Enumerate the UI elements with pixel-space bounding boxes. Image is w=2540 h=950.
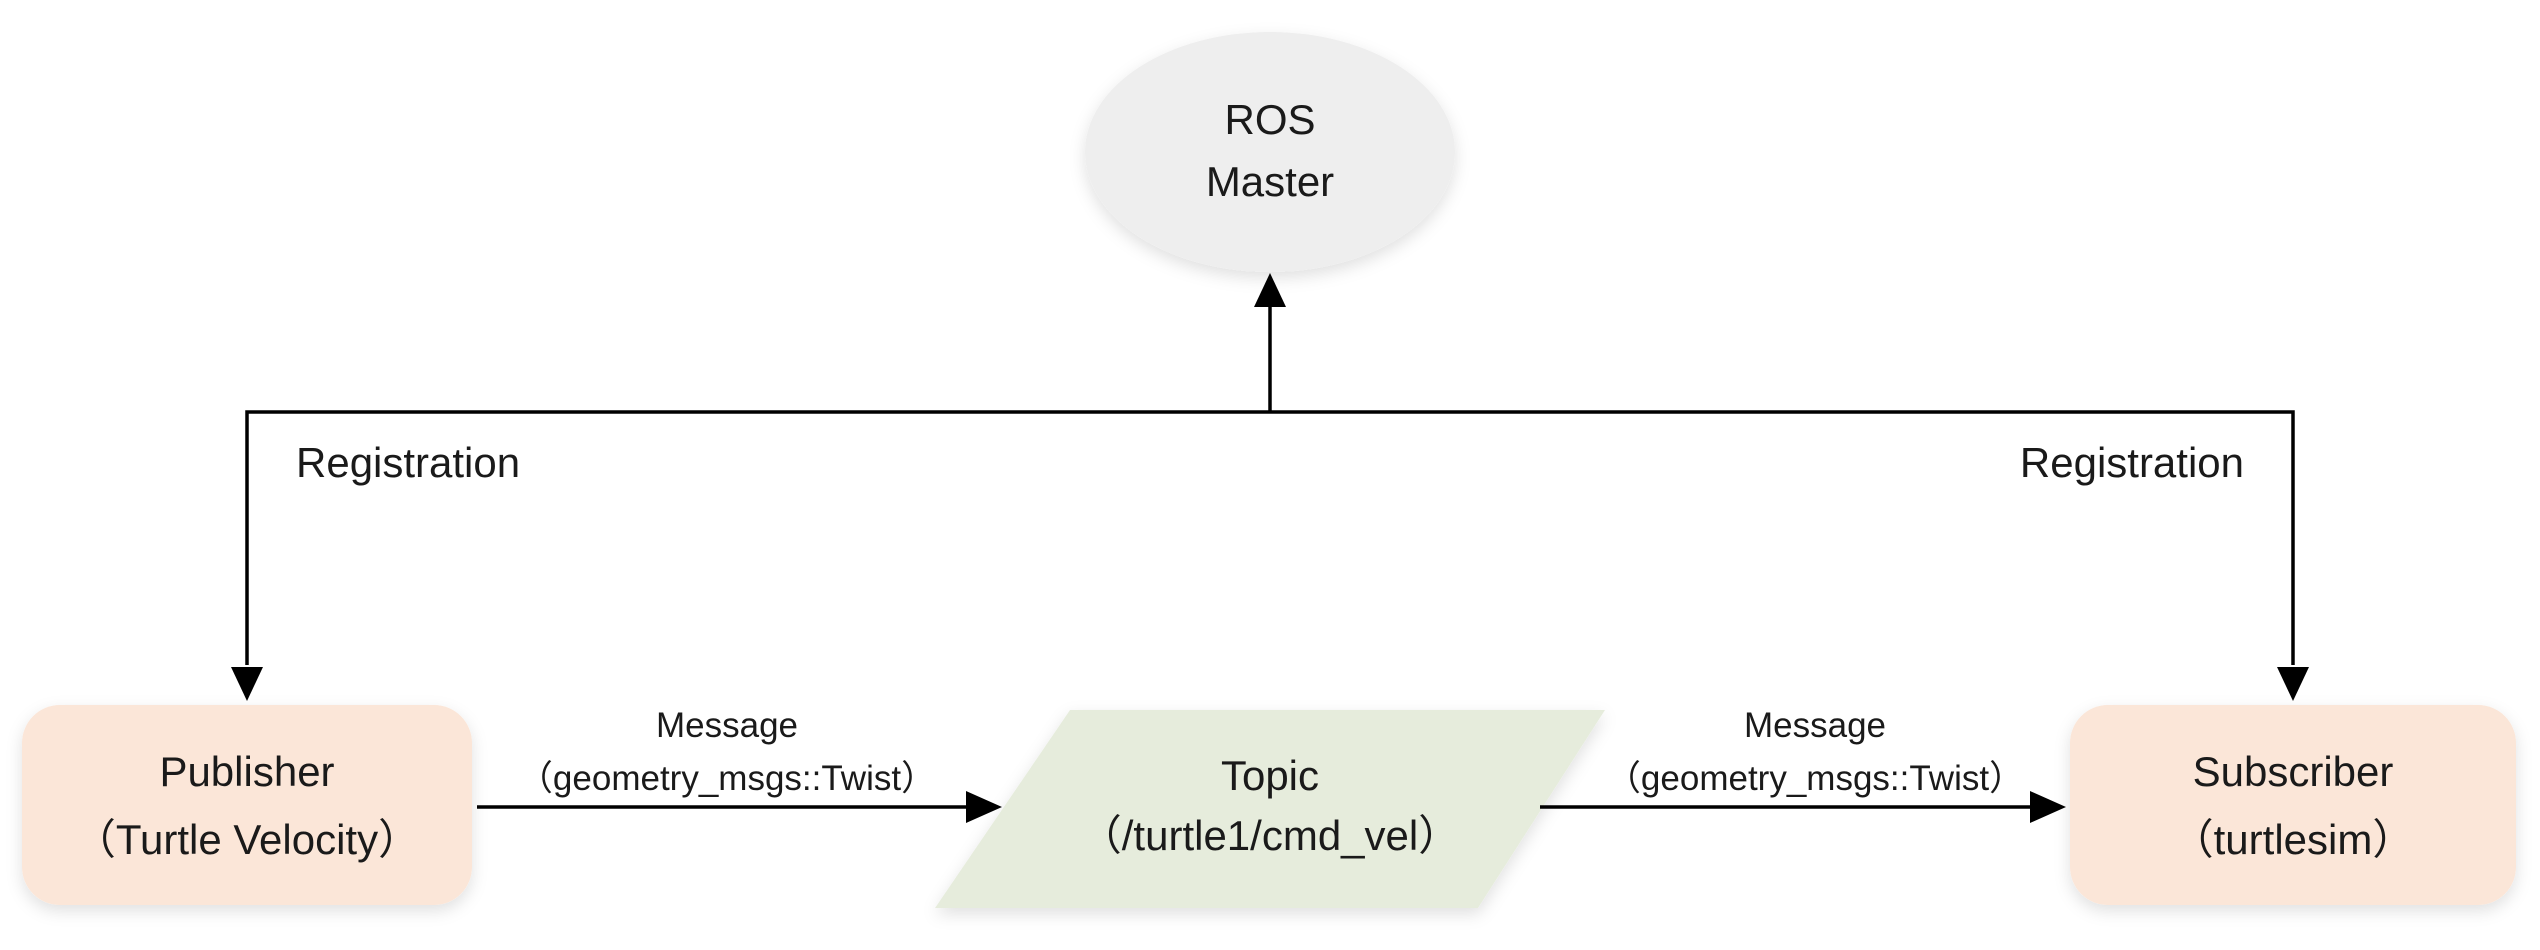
ros-master-node: ROS Master	[1085, 32, 1455, 272]
registration-connector	[231, 273, 2309, 701]
topic-parallelogram	[935, 710, 1605, 908]
topic-label-line2: （/turtle1/cmd_vel）	[1080, 812, 1460, 859]
message-label-left-line1: Message	[656, 706, 798, 745]
message-arrow-right	[1540, 791, 2066, 823]
message-label-right-line2: （geometry_msgs::Twist）	[1606, 759, 2024, 798]
topic-node: Topic （/turtle1/cmd_vel）	[935, 710, 1605, 908]
message-arrowhead-left	[966, 791, 1002, 823]
publisher-box	[22, 705, 472, 905]
publisher-node: Publisher （Turtle Velocity）	[22, 705, 472, 905]
ros-master-ellipse	[1085, 32, 1455, 272]
subscriber-label-line2: （turtlesim）	[2172, 816, 2415, 863]
registration-label-left: Registration	[296, 439, 520, 486]
arrow-to-subscriber	[2277, 667, 2309, 701]
ros-master-label-line1: ROS	[1224, 96, 1315, 143]
subscriber-label-line1: Subscriber	[2193, 748, 2394, 795]
publisher-label-line2: （Turtle Velocity）	[74, 816, 420, 863]
message-arrowhead-right	[2030, 791, 2066, 823]
publisher-label-line1: Publisher	[159, 748, 334, 795]
ros-master-label-line2: Master	[1206, 158, 1334, 205]
registration-path	[245, 410, 2295, 665]
subscriber-box	[2070, 705, 2516, 905]
arrow-to-master	[1254, 273, 1286, 307]
message-label-right-line1: Message	[1744, 706, 1886, 745]
registration-label-right: Registration	[2020, 439, 2244, 486]
message-label-left-line2: （geometry_msgs::Twist）	[518, 759, 936, 798]
subscriber-node: Subscriber （turtlesim）	[2070, 705, 2516, 905]
topic-label-line1: Topic	[1221, 752, 1319, 799]
message-arrow-left	[477, 791, 1002, 823]
arrow-to-publisher	[231, 667, 263, 701]
